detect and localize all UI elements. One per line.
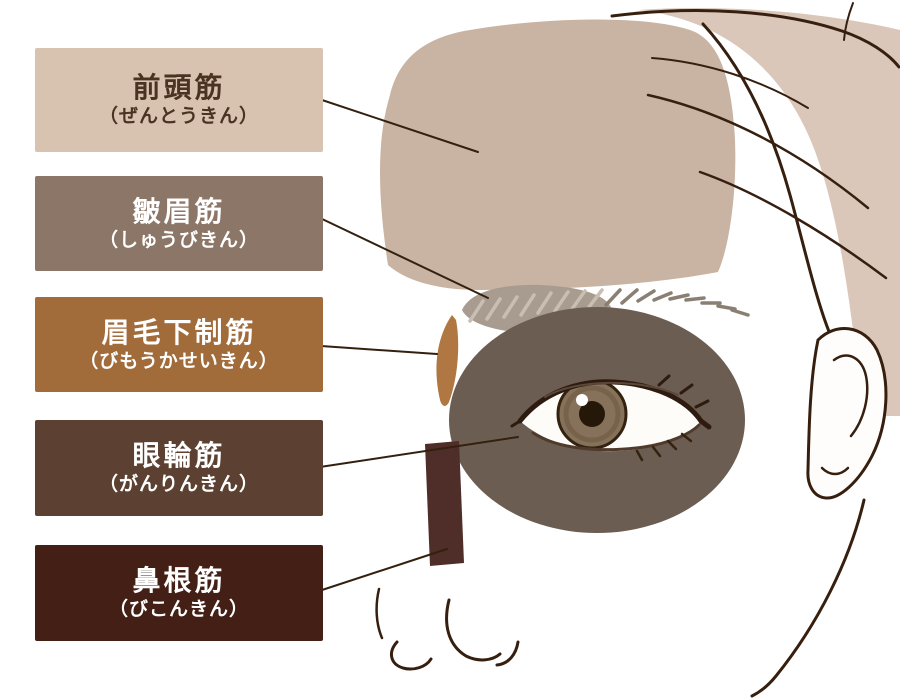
ear-inner-curve bbox=[832, 354, 869, 438]
nose-left-nostril bbox=[390, 640, 433, 671]
hair-strand-3 bbox=[651, 57, 809, 109]
lower-eyelashes bbox=[635, 432, 693, 462]
nose-tip-line bbox=[445, 598, 502, 662]
ear-outline bbox=[806, 327, 888, 500]
cheek-jaw-line bbox=[750, 498, 866, 698]
eye bbox=[510, 374, 712, 462]
label-box-corrugator: 皺眉筋 （しゅうびきん） bbox=[35, 176, 323, 271]
muscle-name-procerus: 鼻根筋 bbox=[132, 564, 226, 597]
ear-lobe-curve bbox=[820, 466, 850, 476]
iris-ring bbox=[563, 385, 621, 443]
eyebrow-light-hairs bbox=[468, 288, 604, 323]
leader-line-depressor bbox=[320, 345, 438, 355]
inner-eye-corner bbox=[510, 419, 522, 428]
muscle-name-orbicularis: 眼輪筋 bbox=[132, 439, 226, 472]
leader-line-frontalis bbox=[315, 97, 479, 153]
hair-outlines bbox=[610, 2, 900, 336]
hair-shading bbox=[638, 8, 900, 416]
lower-eyelid-line bbox=[531, 423, 701, 452]
muscle-name-frontalis: 前頭筋 bbox=[132, 71, 226, 104]
muscle-reading-frontalis: （ぜんとうきん） bbox=[98, 105, 259, 127]
double-eyelid-line bbox=[544, 381, 679, 398]
muscle-name-depressor: 眉毛下制筋 bbox=[101, 315, 257, 349]
head-top-outline bbox=[610, 9, 900, 69]
nose bbox=[375, 587, 520, 671]
muscle-reading-depressor: （びもうかせいきん） bbox=[79, 349, 279, 372]
label-box-depressor-supercilii: 眉毛下制筋 （びもうかせいきん） bbox=[35, 297, 323, 392]
muscle-name-corrugator: 皺眉筋 bbox=[132, 194, 226, 228]
label-box-frontalis: 前頭筋 （ぜんとうきん） bbox=[35, 48, 323, 152]
nose-left-bridge bbox=[375, 587, 384, 640]
muscle-reading-corrugator: （しゅうびきん） bbox=[98, 228, 259, 251]
procerus-region bbox=[425, 441, 464, 566]
hair-strand-1 bbox=[646, 93, 870, 210]
eye-highlight bbox=[576, 394, 588, 406]
nose-right-nostril bbox=[495, 640, 520, 667]
label-box-orbicularis-oculi: 眼輪筋 （がんりんきん） bbox=[35, 420, 323, 516]
muscle-reading-procerus: （びこんきん） bbox=[108, 598, 249, 620]
eyebrow-dark-hairs bbox=[604, 288, 750, 317]
pupil bbox=[579, 401, 605, 427]
hair-strand-4 bbox=[843, 2, 854, 41]
depressor-region bbox=[436, 315, 459, 406]
leader-line-corrugator bbox=[319, 217, 489, 299]
leader-line-procerus bbox=[321, 548, 448, 591]
ear bbox=[806, 327, 888, 500]
muscle-reading-orbicularis: （がんりんきん） bbox=[98, 473, 259, 495]
hair-strand-2 bbox=[698, 170, 888, 280]
leader-lines bbox=[315, 97, 519, 591]
hairline bbox=[701, 22, 832, 336]
label-box-procerus: 鼻根筋 （びこんきん） bbox=[35, 545, 323, 641]
leader-line-orbicularis bbox=[319, 436, 519, 468]
upper-eyelashes bbox=[657, 374, 710, 409]
frontalis-region bbox=[380, 19, 736, 291]
